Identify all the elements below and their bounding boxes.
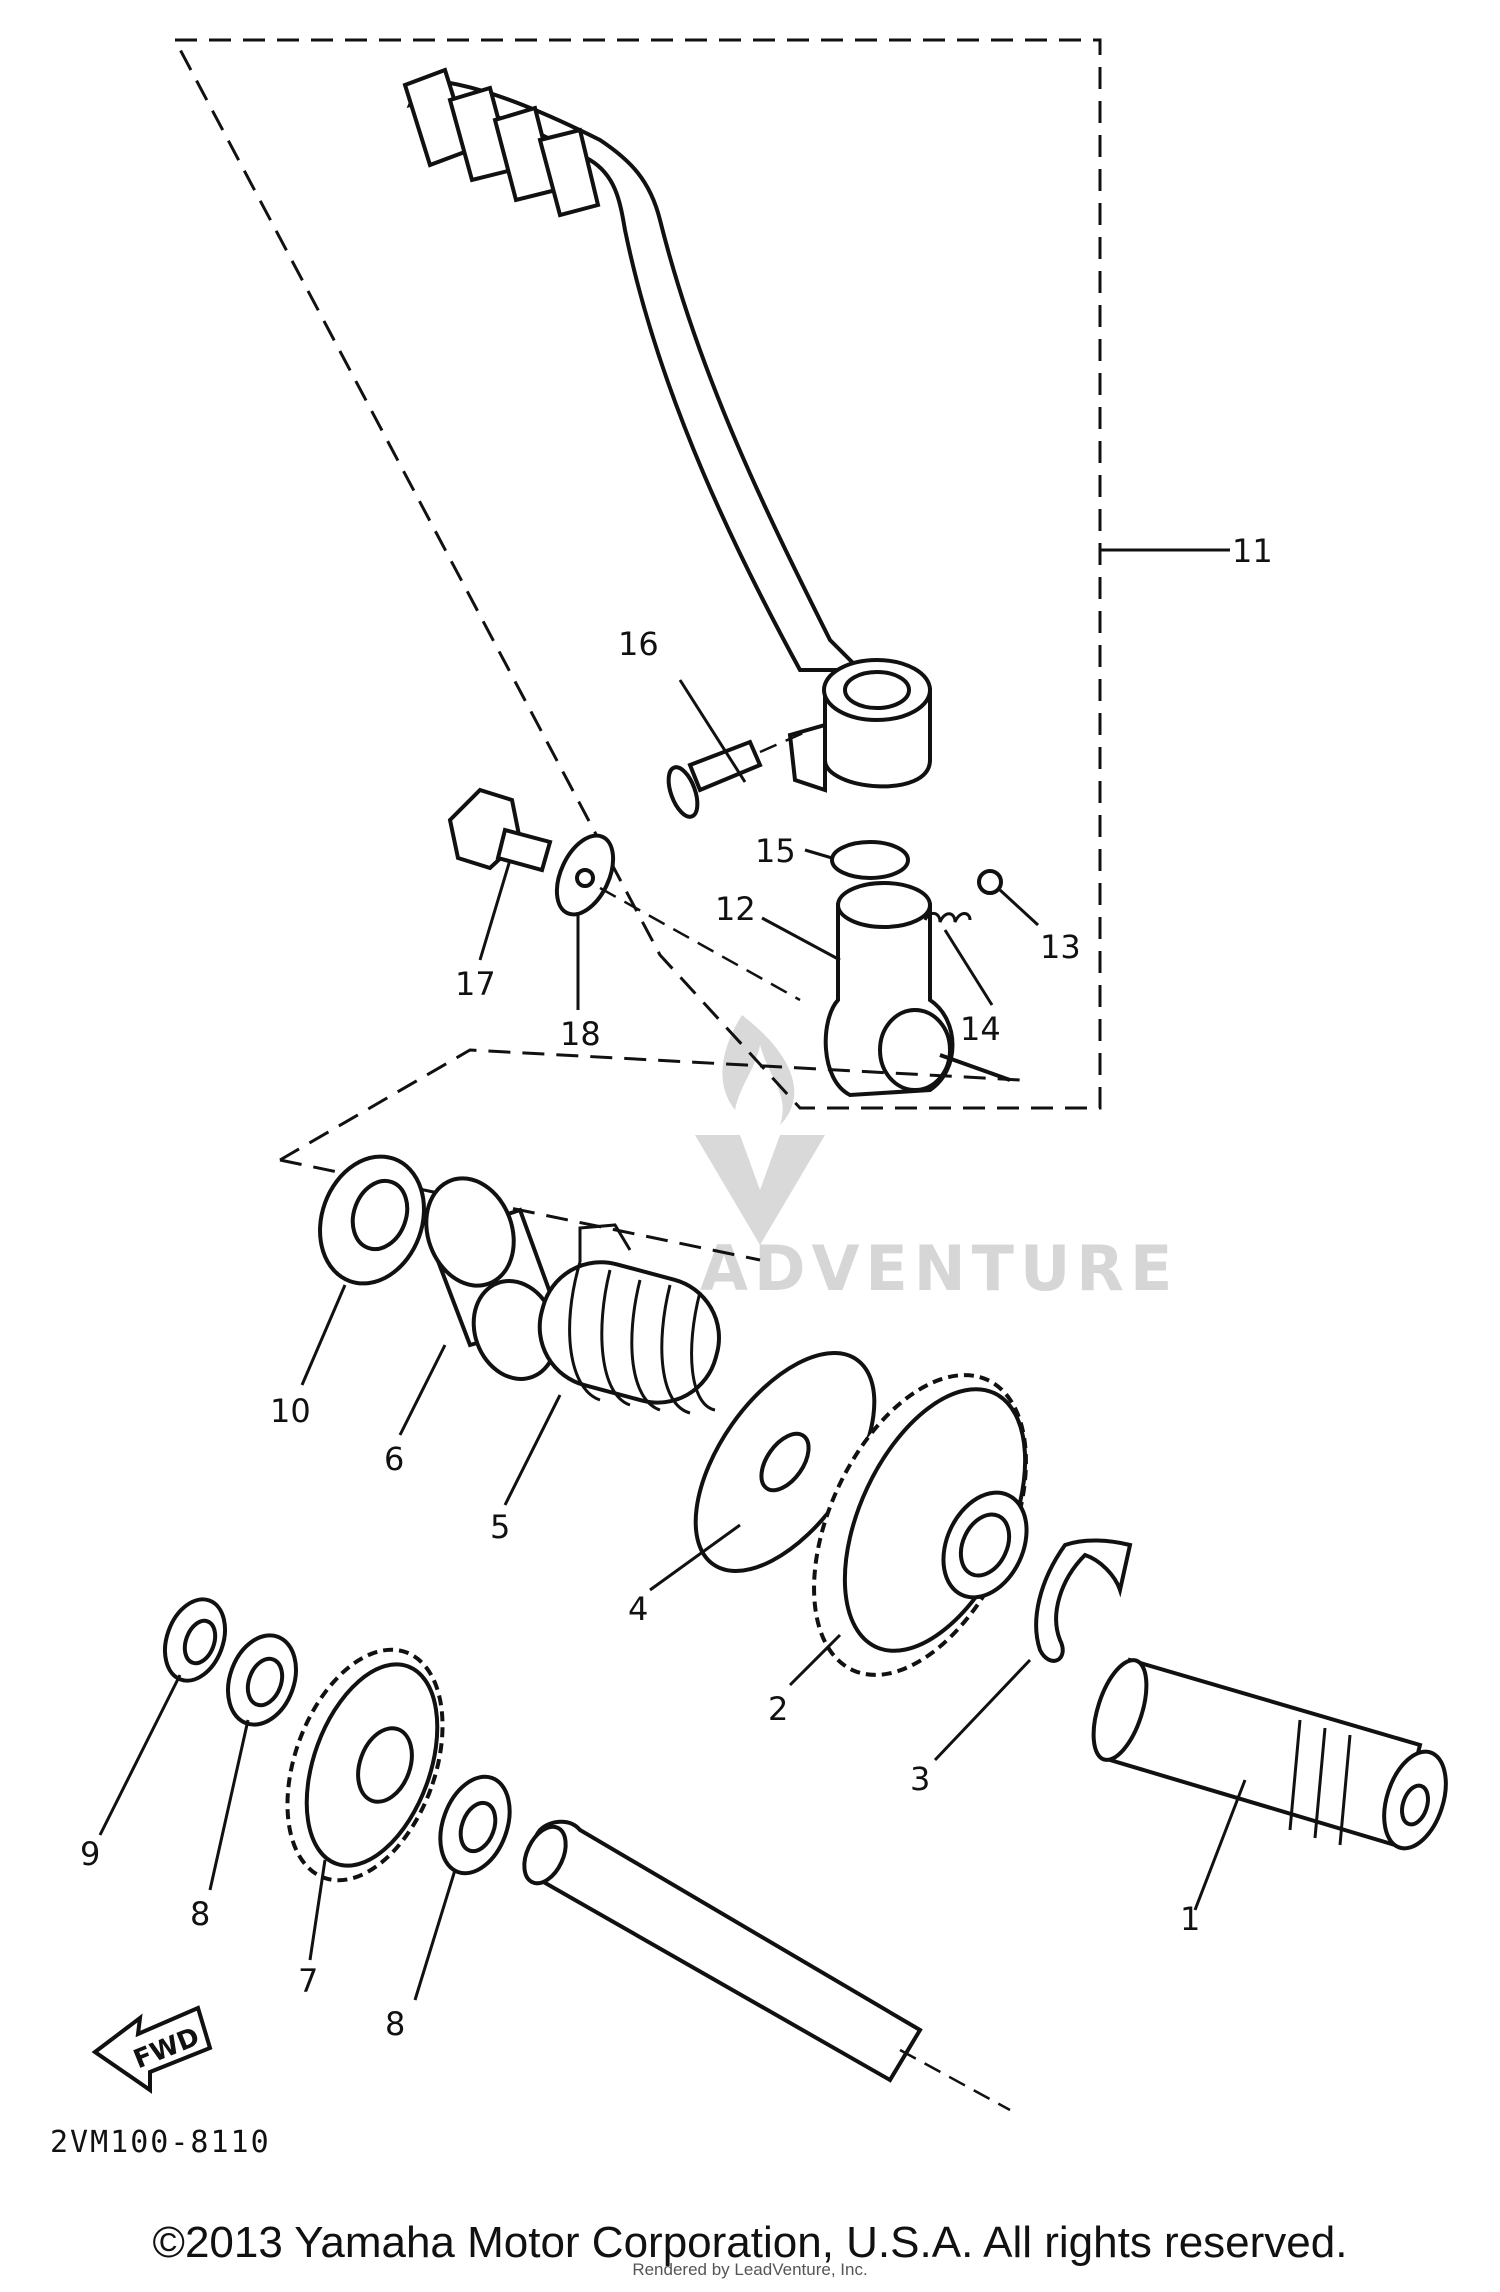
collar-6 (424, 1176, 563, 1381)
spring-14 (923, 912, 972, 923)
callout-18: 18 (560, 1015, 601, 1053)
idle-gear-7 (285, 1647, 445, 1883)
ball-13 (977, 869, 1003, 895)
kick-boss-12 (823, 881, 1011, 1098)
washer-8-upper (226, 1633, 298, 1727)
washer-4 (693, 1351, 877, 1573)
callout-16: 16 (618, 625, 659, 663)
bolt-17 (447, 787, 553, 873)
forward-arrow-icon: FWD (91, 2005, 213, 2094)
washer-8-lower (438, 1774, 512, 1876)
lower-group-outline (279, 1048, 1021, 1162)
drawing-code: 2VM100-8110 (50, 2125, 271, 2160)
washer-18 (554, 833, 616, 917)
shaft (522, 1819, 1011, 2112)
circlip-9 (163, 1597, 227, 1683)
oil-seal-10 (318, 1154, 426, 1286)
callout-7: 7 (298, 1962, 318, 2000)
callout-15: 15 (755, 832, 796, 870)
clip-3 (1034, 1538, 1133, 1663)
callout-17: 17 (455, 965, 496, 1003)
bolt-axis (599, 886, 801, 1002)
o-ring-15 (830, 840, 910, 880)
callout-labels: 1 2 3 4 5 6 7 8 8 9 10 11 12 13 14 15 16… (80, 532, 1273, 2043)
watermark-text: ADVENTURE (700, 1232, 1178, 1305)
callout-12: 12 (715, 890, 756, 928)
watermark-logo: ADVENTURE (695, 1015, 1178, 1305)
callout-9: 9 (80, 1835, 100, 1873)
kick-gear-2 (812, 1373, 1029, 1677)
callout-6: 6 (384, 1440, 404, 1478)
kick-axle-1 (1091, 1657, 1448, 1851)
torsion-spring-5 (537, 1223, 721, 1415)
callout-13: 13 (1040, 928, 1081, 966)
callout-1: 1 (1180, 1900, 1200, 1938)
leader-lines (98, 679, 1247, 2001)
copyright-text: ©2013 Yamaha Motor Corporation, U.S.A. A… (152, 2218, 1348, 2267)
callout-2: 2 (768, 1690, 788, 1728)
callout-3: 3 (910, 1760, 930, 1798)
rendered-by-text: Rendered by LeadVenture, Inc. (632, 2260, 868, 2279)
callout-8-lower: 8 (385, 2005, 405, 2043)
callout-5: 5 (490, 1508, 510, 1546)
callout-4: 4 (628, 1590, 648, 1628)
assembly-outline (173, 38, 1230, 1110)
callout-10: 10 (270, 1392, 311, 1430)
kick-crank-lever (402, 67, 932, 793)
callout-14: 14 (960, 1010, 1001, 1048)
callout-8-upper: 8 (190, 1895, 210, 1933)
bolt-16 (666, 728, 811, 819)
callout-11: 11 (1232, 532, 1273, 570)
